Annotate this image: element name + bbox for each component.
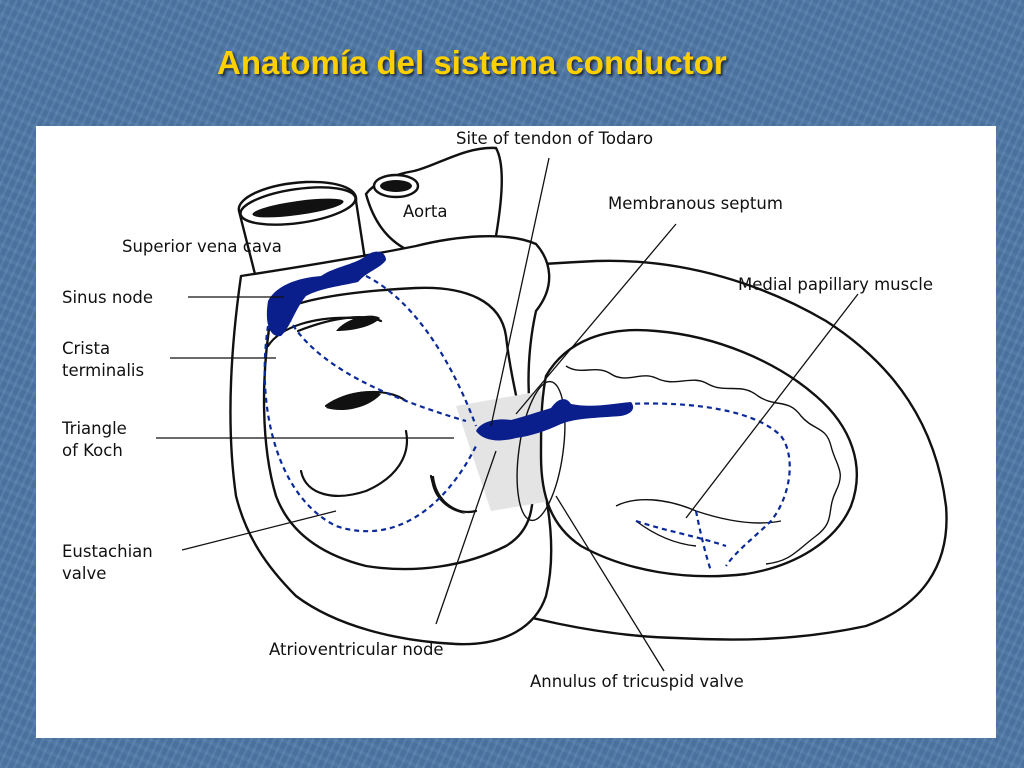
leader-annulus-tricuspid xyxy=(555,495,665,672)
label-eustachian-line1: Eustachian xyxy=(62,542,153,561)
leader-tendon-todaro xyxy=(490,157,550,427)
label-medial-papillary-muscle: Medial papillary muscle xyxy=(738,275,933,294)
right-ventricle-cavity xyxy=(539,328,858,578)
label-aorta: Aorta xyxy=(403,202,447,221)
label-crista-line1: Crista xyxy=(62,339,110,358)
bundle-branch-fibers xyxy=(635,510,727,572)
leader-eustachian-valve xyxy=(181,510,337,551)
fossa-ovalis-edge xyxy=(326,391,381,411)
heart-conduction-diagram: Site of tendon of Todaro Aorta Membranou… xyxy=(61,129,948,691)
label-koch-line1: Triangle xyxy=(61,419,127,438)
sinus-node xyxy=(266,251,386,337)
pectinate-fold xyxy=(336,315,380,331)
right-atrium-chamber xyxy=(262,286,534,571)
leader-av-node xyxy=(435,450,497,625)
label-tendon-todaro: Site of tendon of Todaro xyxy=(456,129,653,148)
av-node xyxy=(476,399,634,441)
slide-title: Anatomía del sistema conductor xyxy=(217,44,727,81)
label-annulus-tricuspid: Annulus of tricuspid valve xyxy=(530,672,744,691)
label-koch-line2: of Koch xyxy=(62,441,123,460)
leader-papillary-muscle xyxy=(685,293,859,519)
label-superior-vena-cava: Superior vena cava xyxy=(122,237,282,256)
coronary-sinus xyxy=(299,429,409,497)
label-membranous-septum: Membranous septum xyxy=(608,194,783,213)
leader-membranous-septum xyxy=(515,223,677,415)
label-eustachian-line2: valve xyxy=(62,564,106,583)
aorta-lumen xyxy=(380,180,412,192)
eustachian-edge xyxy=(431,476,466,514)
svc-lumen xyxy=(252,198,344,218)
label-crista-line2: terminalis xyxy=(62,361,144,380)
ventricle-trabeculae xyxy=(565,365,841,565)
label-sinus-node: Sinus node xyxy=(62,288,153,307)
right-bundle-branch xyxy=(625,402,791,567)
heart-diagram-panel: Site of tendon of Todaro Aorta Membranou… xyxy=(36,126,996,738)
label-av-node: Atrioventricular node xyxy=(269,640,444,659)
tricuspid-annulus xyxy=(516,380,566,522)
